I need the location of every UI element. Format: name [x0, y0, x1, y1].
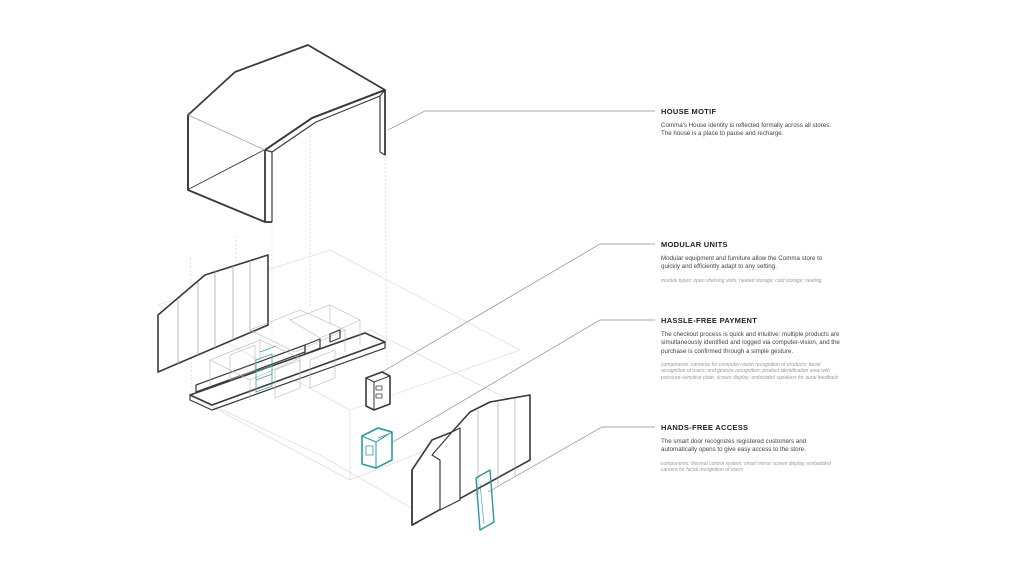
annotation-title: MODULAR UNITS [661, 240, 728, 249]
annotation-modular-units: MODULAR UNITS Modular equipment and furn… [661, 240, 841, 284]
house-roof [187, 44, 386, 258]
annotation-detail: module types: open shelving units; heate… [661, 277, 822, 284]
leader-lines [381, 110, 655, 493]
annotation-description: Comma's House identity is reflected form… [661, 122, 832, 138]
annotation-description: Modular equipment and furniture allow th… [661, 255, 823, 271]
annotation-title: HOUSE MOTIF [661, 107, 717, 116]
annotation-title: HASSLE-FREE PAYMENT [661, 316, 758, 325]
smart-door-panel [475, 469, 495, 531]
annotation-hands-free-access: HANDS-FREE ACCESS The smart door recogni… [661, 423, 841, 474]
modular-units-floor [189, 304, 386, 411]
leader-house-motif [387, 110, 655, 131]
leader-hassle-free-payment [387, 319, 655, 446]
annotation-detail: components: cameras for computer-vision … [661, 361, 839, 382]
annotation-detail: components: thermal control system; smar… [661, 460, 831, 474]
entrance-wall [411, 394, 531, 526]
annotation-house-motif: HOUSE MOTIF Comma's House identity is re… [661, 107, 841, 139]
annotation-hassle-free-payment: HASSLE-FREE PAYMENT The checkout process… [661, 316, 841, 382]
annotation-description: The smart door recognizes registered cus… [661, 438, 807, 454]
annotation-description: The checkout process is quick and intuit… [661, 331, 840, 355]
leader-hands-free-access [487, 426, 655, 493]
payment-kiosk [361, 427, 393, 469]
left-wall-panel [157, 254, 269, 373]
leader-modular-units [381, 243, 655, 373]
annotation-title: HANDS-FREE ACCESS [661, 423, 749, 432]
storage-cabinet-unit [365, 371, 391, 411]
